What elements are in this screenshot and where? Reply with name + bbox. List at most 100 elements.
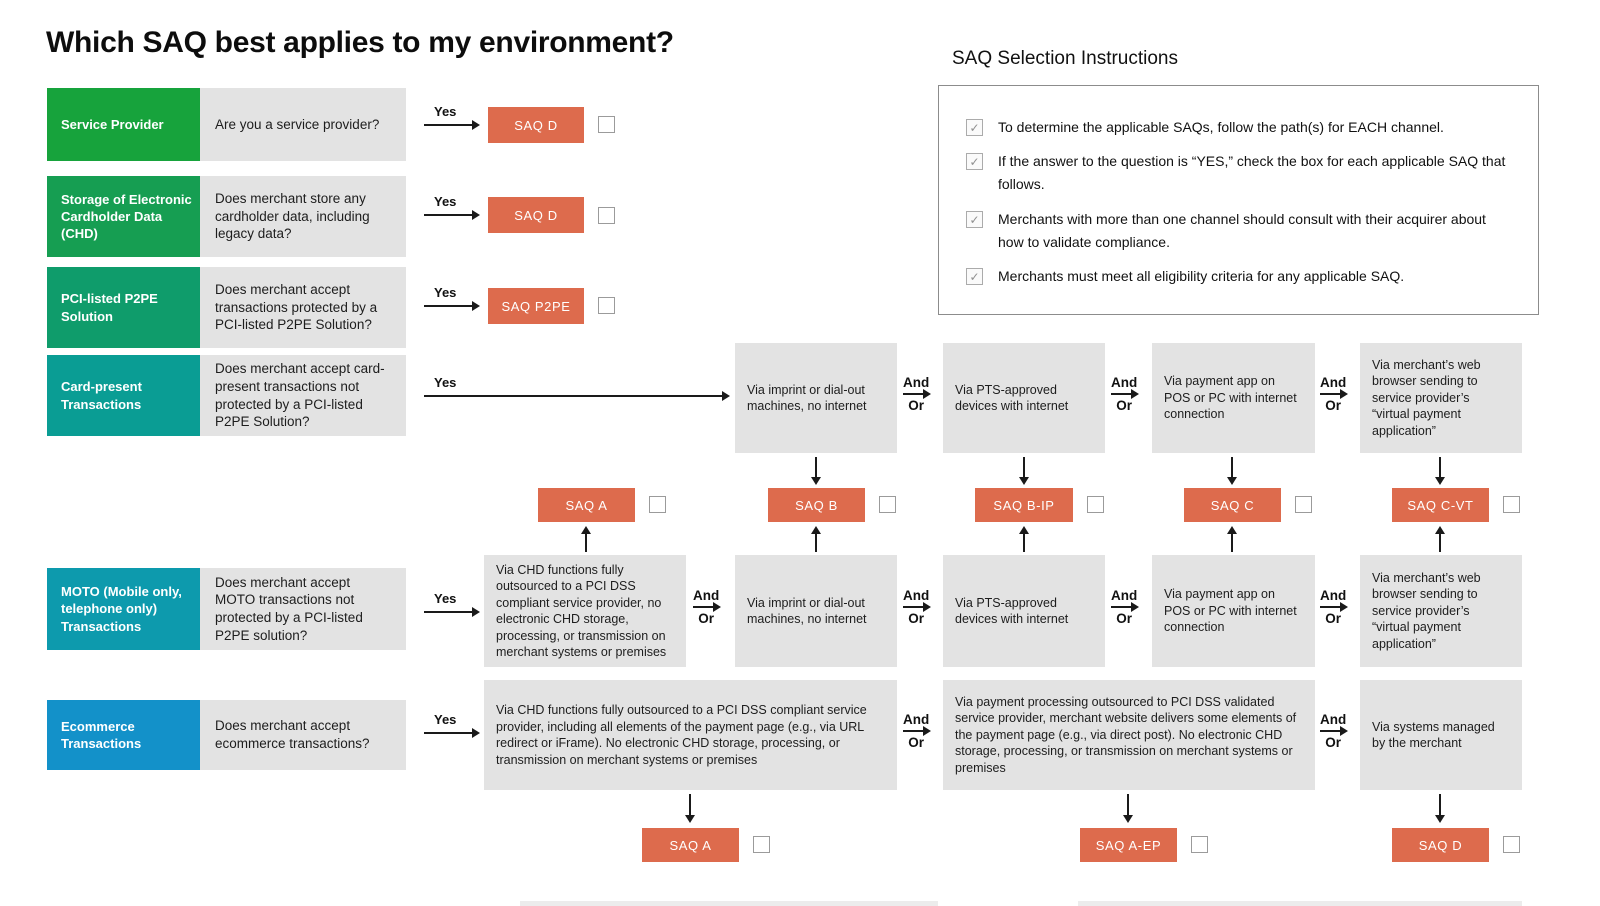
and-label: And: [1320, 712, 1347, 727]
yes-label: Yes: [434, 285, 457, 300]
flow-arrow-up-icon: [581, 526, 591, 552]
instruction-text-1: To determine the applicable SAQs, follow…: [998, 119, 1444, 135]
instruction-checkbox-4[interactable]: ✓: [966, 268, 983, 285]
channel-moto-web-browser-vpa: Via merchant’s web browser sending to se…: [1360, 555, 1522, 667]
and-or-connector: And Or: [1111, 588, 1140, 626]
yes-label: Yes: [434, 712, 457, 727]
and-label: And: [1320, 375, 1347, 390]
question-service-provider: Are you a service provider?: [200, 88, 406, 161]
flow-arrow-down-icon: [685, 794, 695, 823]
or-label: Or: [1116, 398, 1132, 413]
arrow-right-icon: [424, 300, 480, 311]
arrow-right-icon: [1320, 601, 1349, 612]
cutoff-box-edge: [1078, 901, 1522, 906]
channel-ecom-fully-outsourced: Via CHD functions fully outsourced to a …: [484, 680, 897, 790]
and-or-connector: And Or: [1320, 588, 1349, 626]
or-label: Or: [1325, 398, 1341, 413]
category-moto: MOTO (Mobile only, telephone only) Trans…: [47, 568, 200, 650]
yes-arrow-card-present: Yes: [424, 375, 730, 401]
category-storage-chd: Storage of Electronic Cardholder Data (C…: [47, 176, 200, 257]
saq-c-checkbox[interactable]: [1295, 496, 1312, 513]
or-label: Or: [1116, 611, 1132, 626]
yes-label: Yes: [434, 375, 457, 390]
instructions-title: SAQ Selection Instructions: [952, 48, 1178, 69]
saq-a-mid-checkbox[interactable]: [649, 496, 666, 513]
arrow-right-icon: [424, 119, 480, 130]
and-or-connector: And Or: [1320, 375, 1349, 413]
instruction-text-2: If the answer to the question is “YES,” …: [998, 153, 1506, 192]
check-icon: ✓: [969, 120, 980, 135]
yes-arrow-ecommerce: Yes: [424, 712, 480, 738]
instruction-checkbox-1[interactable]: ✓: [966, 119, 983, 136]
channel-ecom-partially-outsourced: Via payment processing outsourced to PCI…: [943, 680, 1315, 790]
and-label: And: [1111, 375, 1138, 390]
arrow-right-icon: [1320, 725, 1349, 736]
category-card-present: Card-present Transactions: [47, 355, 200, 436]
arrow-right-icon: [1111, 601, 1140, 612]
channel-cp-imprint-dialout: Via imprint or dial-out machines, no int…: [735, 343, 897, 453]
channel-cp-payment-app: Via payment app on POS or PC with intern…: [1152, 343, 1315, 453]
instructions-panel: [938, 85, 1539, 315]
flow-arrow-up-icon: [1227, 526, 1237, 552]
page-title: Which SAQ best applies to my environment…: [46, 26, 674, 59]
arrow-right-icon: [1111, 388, 1140, 399]
and-label: And: [1111, 588, 1138, 603]
and-or-connector: And Or: [903, 712, 932, 750]
instruction-checkbox-2[interactable]: ✓: [966, 153, 983, 170]
saq-a-bottom: SAQ A: [642, 828, 739, 862]
check-icon: ✓: [969, 212, 980, 227]
flow-arrow-down-icon: [1123, 794, 1133, 823]
channel-moto-imprint-dialout: Via imprint or dial-out machines, no int…: [735, 555, 897, 667]
or-label: Or: [908, 735, 924, 750]
saq-a-ep: SAQ A-EP: [1080, 828, 1177, 862]
flow-arrow-down-icon: [1227, 457, 1237, 485]
instruction-text-3: Merchants with more than one channel sho…: [998, 211, 1486, 250]
check-icon: ✓: [969, 154, 980, 169]
saq-a-bottom-checkbox[interactable]: [753, 836, 770, 853]
saq-d-top-1-checkbox[interactable]: [598, 116, 615, 133]
saq-b-ip-checkbox[interactable]: [1087, 496, 1104, 513]
and-label: And: [1320, 588, 1347, 603]
flow-arrow-up-icon: [811, 526, 821, 552]
channel-ecom-merchant-managed: Via systems managed by the merchant: [1360, 680, 1522, 790]
channel-moto-pts-devices: Via PTS-approved devices with internet: [943, 555, 1105, 667]
saq-b-ip: SAQ B-IP: [975, 488, 1073, 522]
arrow-right-icon: [424, 606, 480, 617]
saq-a-mid: SAQ A: [538, 488, 635, 522]
flow-arrow-up-icon: [1019, 526, 1029, 552]
saq-b-checkbox[interactable]: [879, 496, 896, 513]
and-or-connector: And Or: [903, 588, 932, 626]
yes-arrow-p2pe: Yes: [424, 285, 480, 311]
question-storage-chd: Does merchant store any cardholder data,…: [200, 176, 406, 257]
category-p2pe: PCI-listed P2PE Solution: [47, 267, 200, 348]
instruction-checkbox-3[interactable]: ✓: [966, 211, 983, 228]
question-card-present: Does merchant accept card-present transa…: [200, 355, 406, 436]
flow-arrow-down-icon: [1435, 457, 1445, 485]
saq-c-vt-checkbox[interactable]: [1503, 496, 1520, 513]
and-or-connector: And Or: [1320, 712, 1349, 750]
yes-label: Yes: [434, 591, 457, 606]
saq-d-top-2: SAQ D: [488, 197, 584, 233]
saq-a-ep-checkbox[interactable]: [1191, 836, 1208, 853]
or-label: Or: [698, 611, 714, 626]
arrow-right-icon: [693, 601, 722, 612]
yes-label: Yes: [434, 194, 457, 209]
and-or-connector: And Or: [903, 375, 932, 413]
arrow-right-icon: [1320, 388, 1349, 399]
saq-d-bottom-checkbox[interactable]: [1503, 836, 1520, 853]
channel-cp-web-browser-vpa: Via merchant’s web browser sending to se…: [1360, 343, 1522, 453]
instruction-text-4: Merchants must meet all eligibility crit…: [998, 268, 1405, 284]
yes-label: Yes: [434, 104, 457, 119]
saq-b: SAQ B: [768, 488, 865, 522]
arrow-right-icon: [903, 725, 932, 736]
cutoff-box-edge: [520, 901, 938, 906]
saq-d-top-2-checkbox[interactable]: [598, 207, 615, 224]
flow-arrow-down-icon: [1019, 457, 1029, 485]
question-ecommerce: Does merchant accept ecommerce transacti…: [200, 700, 406, 770]
saq-p2pe-checkbox[interactable]: [598, 297, 615, 314]
and-or-connector: And Or: [693, 588, 722, 626]
yes-arrow-service-provider: Yes: [424, 104, 480, 130]
and-label: And: [903, 375, 930, 390]
or-label: Or: [908, 398, 924, 413]
